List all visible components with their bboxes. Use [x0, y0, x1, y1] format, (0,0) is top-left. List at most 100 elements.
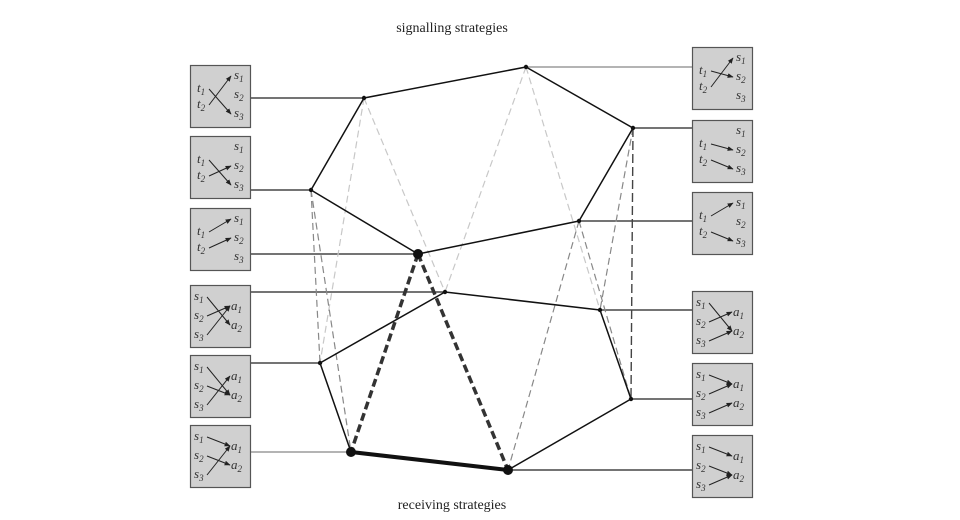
label-s3: s3 [234, 105, 244, 122]
label-a2: a2 [231, 317, 243, 334]
label-t2: t2 [699, 223, 708, 240]
label-s1: s1 [234, 138, 244, 155]
edge-A-D [363, 66, 527, 99]
arrow-s3-a1 [206, 445, 231, 476]
edge-L-I [350, 450, 509, 472]
node-K[interactable] [628, 396, 634, 402]
label-s1: s1 [736, 122, 746, 139]
strategy-boxes: t1t2s1s2s3t1t2s1s2s3t1t2s1s2s3s1s2s3a1a2… [189, 46, 754, 499]
label-s2: s2 [736, 141, 746, 158]
arrow-s1-a2 [206, 366, 231, 396]
label-a1: a1 [231, 298, 242, 315]
box-frame [691, 290, 754, 355]
label-t2: t2 [699, 78, 708, 95]
label-s3: s3 [234, 248, 244, 265]
node-A[interactable] [361, 95, 367, 101]
label-a1: a1 [231, 368, 242, 385]
node-B[interactable] [308, 187, 314, 193]
node-G[interactable] [442, 289, 448, 295]
box-frame [189, 284, 252, 349]
label-s2: s2 [234, 86, 244, 103]
arrow-s3-a1 [206, 305, 231, 336]
edge-F-L [507, 220, 580, 471]
arrow-t2-s3 [710, 231, 734, 242]
arrow-s3-a2 [708, 402, 733, 414]
label-t1: t1 [699, 135, 707, 152]
node-E[interactable] [630, 125, 636, 131]
box-connectors [250, 66, 692, 471]
label-s1: s1 [696, 438, 706, 455]
box-frame [189, 207, 252, 272]
label-t2: t2 [197, 167, 206, 184]
label-s1: s1 [234, 210, 244, 227]
arrow-s1-a1 [708, 446, 733, 457]
network-nodes [308, 64, 636, 475]
node-D[interactable] [523, 64, 529, 70]
box-frame [189, 424, 252, 489]
label-s2: s2 [696, 385, 706, 402]
arrow-s3-a2 [708, 474, 733, 486]
box-frame [189, 354, 252, 419]
edge-C-I [349, 253, 420, 453]
label-t1: t1 [699, 62, 707, 79]
arrow-t1-s1 [208, 218, 232, 233]
box-frame [691, 191, 754, 256]
edge-D-G [444, 66, 527, 293]
label-s2: s2 [696, 313, 706, 330]
edge-I-H [319, 362, 352, 453]
node-L[interactable] [503, 465, 513, 475]
label-t2: t2 [197, 96, 206, 113]
box-frame [189, 135, 252, 200]
arrow-t1-s1 [710, 202, 734, 217]
edge-E-F [578, 127, 634, 222]
label-s2: s2 [194, 447, 204, 464]
strategy-box-left-4[interactable]: s1 s2 s3 a1 a2 [189, 284, 252, 349]
label-s3: s3 [696, 404, 706, 421]
box-frame [691, 434, 754, 499]
node-J[interactable] [597, 307, 603, 313]
label-s3: s3 [234, 176, 244, 193]
label-s2: s2 [736, 68, 746, 85]
edge-F-C [417, 220, 580, 255]
edge-A-H [319, 97, 365, 364]
label-s3: s3 [194, 326, 204, 343]
label-a1: a1 [231, 438, 242, 455]
box-frame [189, 64, 252, 129]
edge-D-E [525, 66, 634, 129]
label-s2: s2 [234, 229, 244, 246]
label-a1: a1 [733, 376, 744, 393]
edge-C-B [310, 189, 419, 255]
node-C[interactable] [413, 249, 423, 259]
edge-D-J [525, 66, 601, 311]
arrow-t1-s3 [208, 159, 232, 186]
edge-E-K [630, 127, 634, 400]
arrow-t2-s3 [710, 159, 734, 170]
node-H[interactable] [317, 360, 323, 366]
label-s2: s2 [194, 307, 204, 324]
arrow-t1-s2 [710, 70, 734, 78]
node-I[interactable] [346, 447, 356, 457]
edge-B-H [310, 189, 321, 364]
label-a1: a1 [733, 448, 744, 465]
edge-H-G [319, 291, 446, 364]
label-s1: s1 [194, 288, 204, 305]
node-F[interactable] [576, 218, 582, 224]
edge-G-J [444, 291, 601, 311]
edge-A-G [363, 97, 446, 293]
label-s3: s3 [736, 87, 746, 104]
label-s2: s2 [194, 377, 204, 394]
label-s3: s3 [736, 160, 746, 177]
label-a2: a2 [733, 467, 745, 484]
